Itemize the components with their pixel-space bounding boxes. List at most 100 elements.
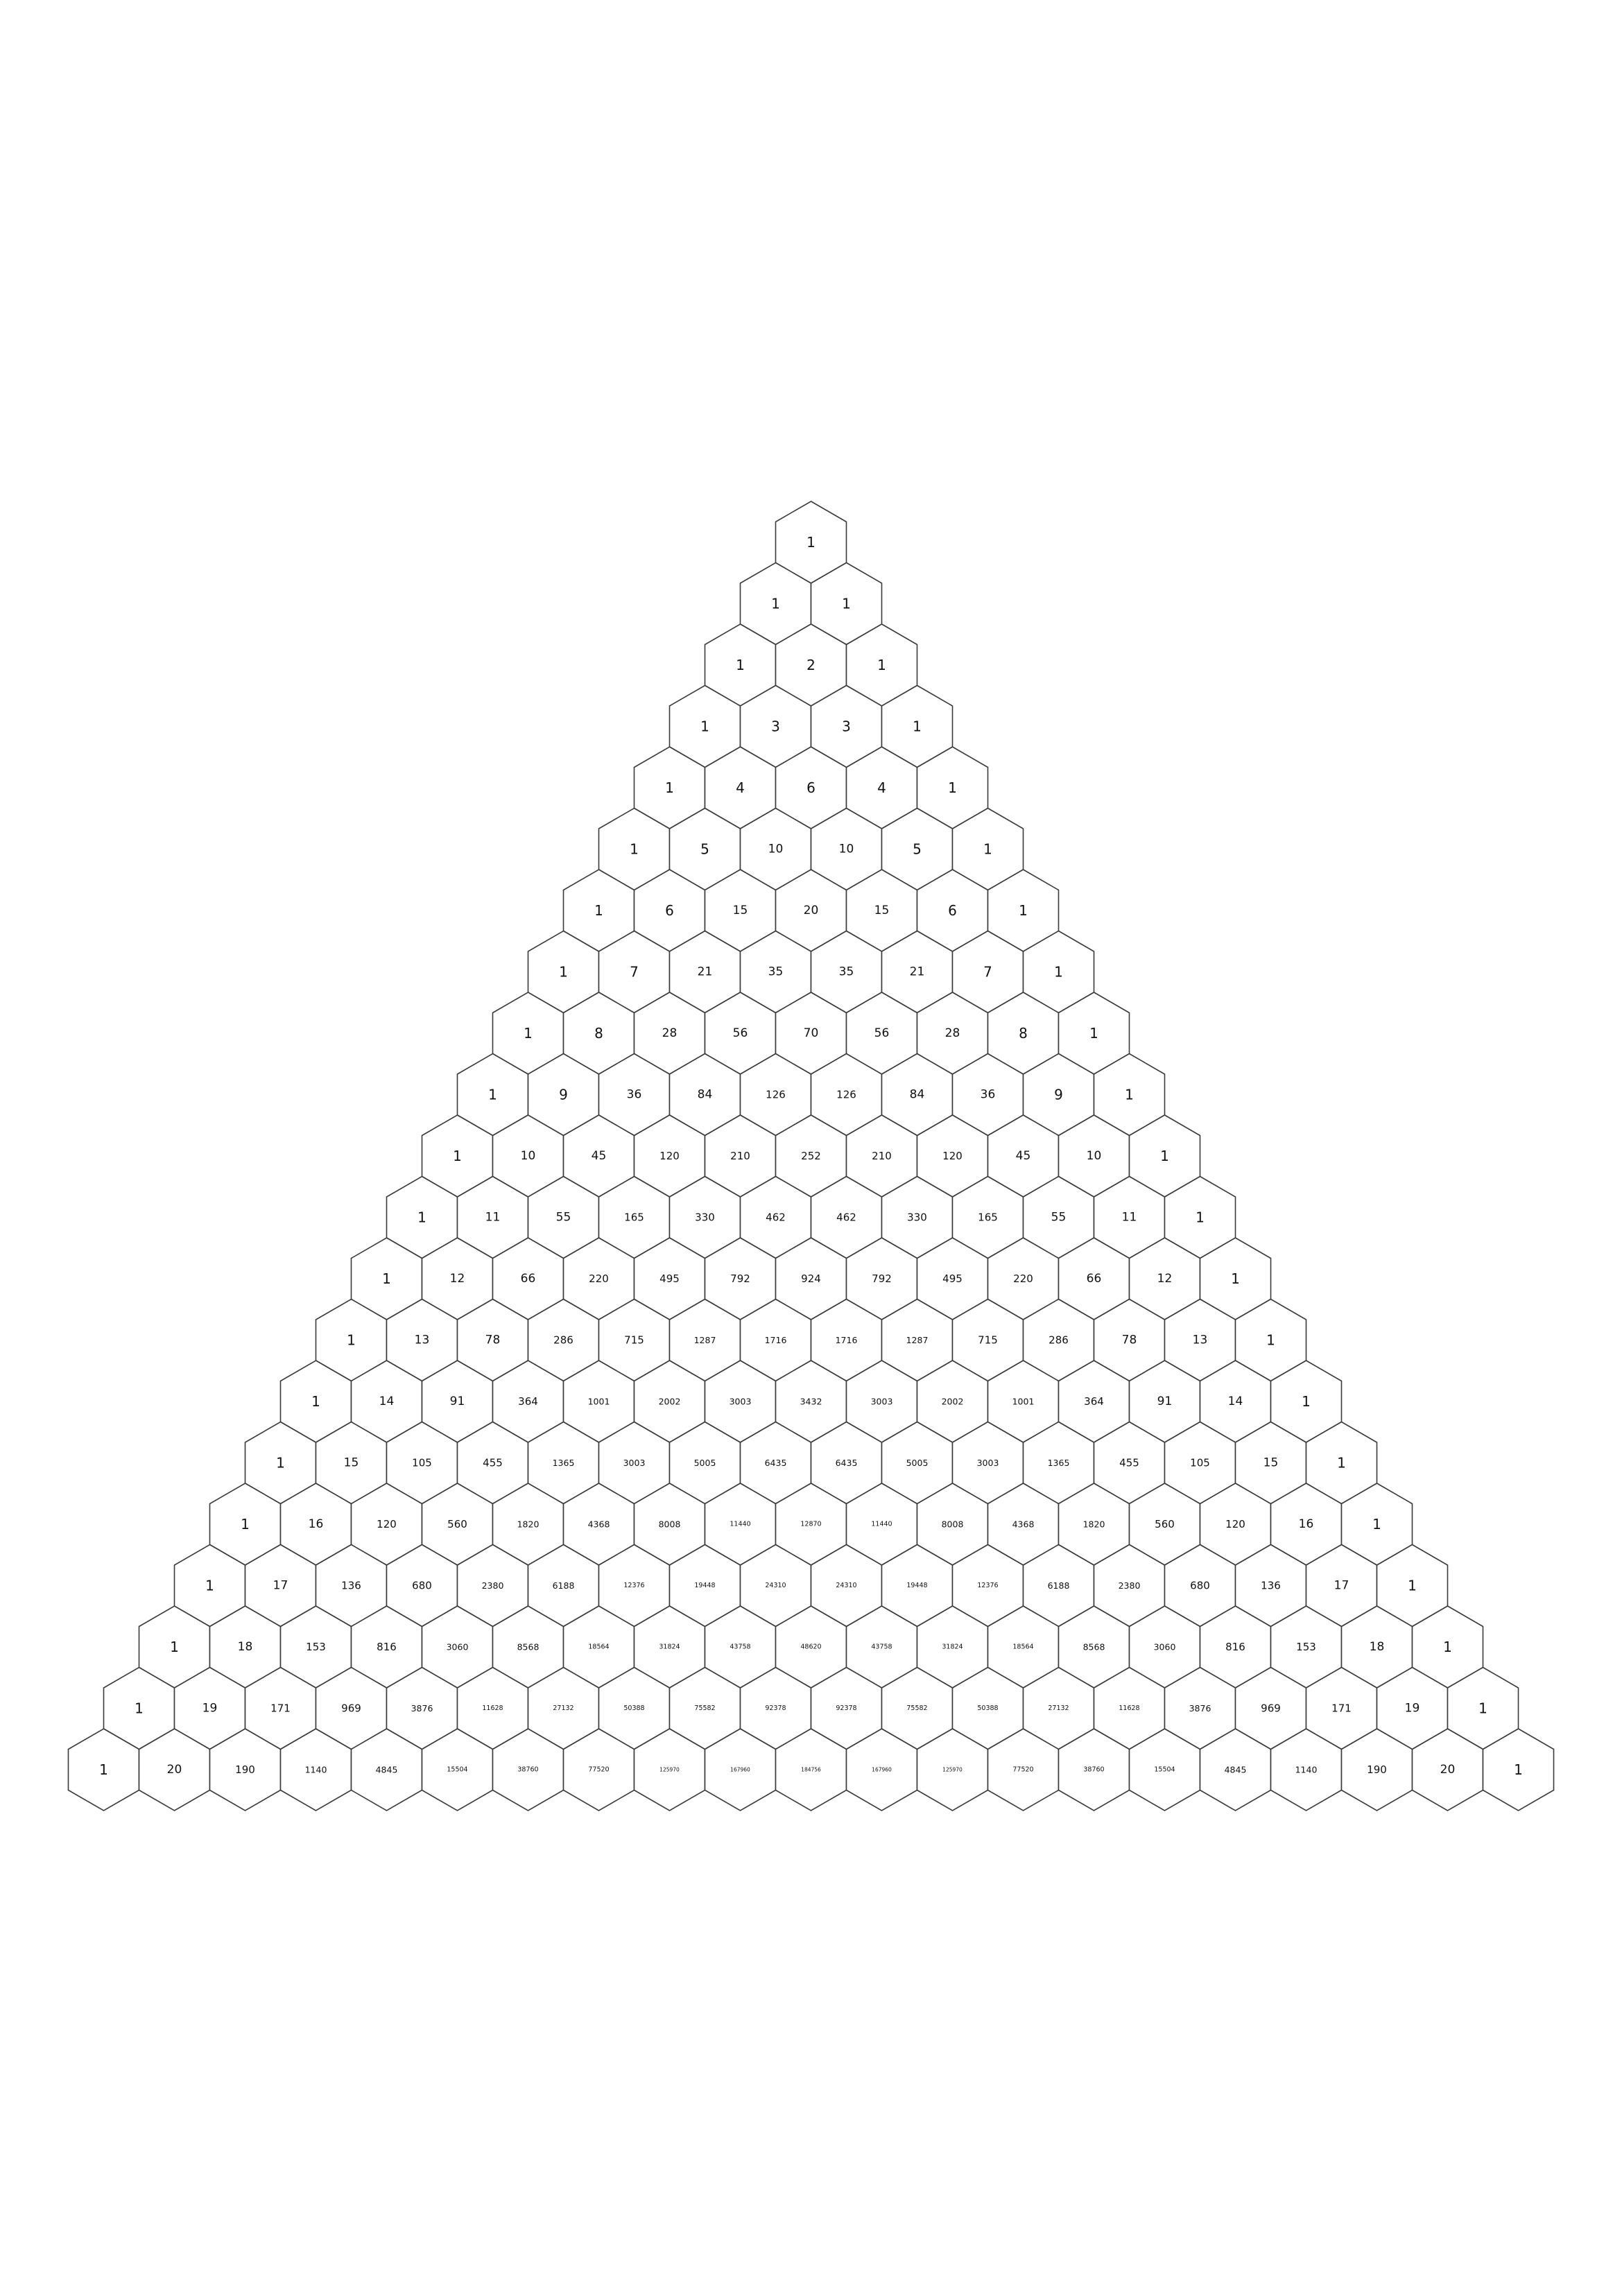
hex-value: 28 bbox=[945, 1026, 960, 1040]
hex-value: 792 bbox=[872, 1272, 892, 1285]
hex-value: 8 bbox=[594, 1025, 603, 1042]
hex-value: 924 bbox=[801, 1272, 821, 1285]
hex-value: 5005 bbox=[906, 1458, 929, 1468]
hex-value: 1 bbox=[1196, 1209, 1205, 1226]
hex-value: 1820 bbox=[517, 1519, 540, 1530]
hex-value: 2380 bbox=[1119, 1580, 1141, 1591]
hex-value: 50388 bbox=[623, 1704, 644, 1712]
hex-value: 1 bbox=[1302, 1393, 1311, 1410]
hex-value: 1 bbox=[1266, 1332, 1275, 1349]
hex-value: 816 bbox=[377, 1641, 397, 1653]
hex-cell-r4-c4: 1 bbox=[916, 746, 989, 829]
hex-value: 462 bbox=[836, 1211, 856, 1224]
hex-value: 680 bbox=[412, 1580, 432, 1592]
hex-value: 969 bbox=[341, 1702, 361, 1715]
hex-value: 220 bbox=[1013, 1272, 1033, 1285]
hex-value: 5005 bbox=[694, 1458, 716, 1468]
hex-value: 1 bbox=[241, 1516, 250, 1533]
hex-value: 220 bbox=[589, 1272, 609, 1285]
hex-value: 1 bbox=[877, 657, 886, 673]
hex-value: 1 bbox=[347, 1332, 356, 1349]
hex-value: 1 bbox=[1478, 1700, 1487, 1717]
hex-value: 1 bbox=[1443, 1639, 1452, 1655]
hex-value: 8008 bbox=[659, 1519, 681, 1530]
hex-value: 1287 bbox=[906, 1335, 929, 1345]
hex-value: 50388 bbox=[977, 1704, 998, 1712]
hex-value: 210 bbox=[872, 1150, 892, 1162]
hex-value: 1 bbox=[1408, 1578, 1417, 1594]
hex-value: 15504 bbox=[447, 1766, 467, 1774]
hex-value: 21 bbox=[910, 965, 925, 979]
hex-value: 12376 bbox=[623, 1582, 644, 1589]
hex-value: 48620 bbox=[800, 1643, 821, 1651]
hex-value: 1 bbox=[1160, 1148, 1169, 1164]
hex-value: 19 bbox=[202, 1702, 218, 1716]
hex-value: 3876 bbox=[1189, 1703, 1211, 1714]
hex-value: 8568 bbox=[517, 1642, 540, 1652]
hex-value: 1 bbox=[842, 596, 851, 612]
hex-value: 126 bbox=[836, 1089, 856, 1101]
hex-cell-r9-c5: 126 bbox=[810, 1053, 883, 1137]
hex-value: 680 bbox=[1190, 1580, 1210, 1592]
hex-value: 1 bbox=[1231, 1270, 1240, 1287]
hex-value: 1001 bbox=[588, 1397, 610, 1407]
hex-value: 35 bbox=[768, 965, 784, 979]
hex-value: 6188 bbox=[1048, 1580, 1070, 1591]
hex-value: 5 bbox=[700, 841, 709, 858]
hex-value: 31824 bbox=[659, 1643, 680, 1651]
hex-cell-r11-c6: 462 bbox=[810, 1175, 883, 1259]
hex-value: 153 bbox=[306, 1641, 326, 1653]
hex-value: 4368 bbox=[588, 1519, 610, 1530]
hex-value: 24310 bbox=[836, 1582, 856, 1589]
hex-value: 75582 bbox=[694, 1704, 715, 1712]
hex-value: 330 bbox=[695, 1211, 715, 1224]
hex-value: 816 bbox=[1225, 1641, 1245, 1653]
hex-value: 364 bbox=[518, 1395, 538, 1408]
hex-value: 4845 bbox=[376, 1765, 398, 1775]
hex-value: 560 bbox=[1155, 1518, 1175, 1530]
hex-value: 4 bbox=[736, 779, 745, 796]
hex-value: 66 bbox=[521, 1272, 536, 1286]
hex-value: 1 bbox=[948, 779, 957, 796]
hex-value: 1 bbox=[594, 902, 603, 919]
hex-value: 4845 bbox=[1225, 1765, 1247, 1775]
hex-cell-r3-c0: 1 bbox=[668, 684, 741, 768]
hex-value: 120 bbox=[1225, 1518, 1245, 1530]
hex-value: 6 bbox=[806, 779, 816, 796]
hex-value: 252 bbox=[801, 1150, 821, 1162]
hex-value: 11628 bbox=[1119, 1704, 1139, 1712]
hex-value: 1 bbox=[1337, 1455, 1346, 1471]
hex-value: 3 bbox=[771, 718, 780, 735]
hex-value: 184756 bbox=[801, 1767, 821, 1773]
hex-value: 66 bbox=[1087, 1272, 1102, 1286]
hex-value: 1 bbox=[417, 1209, 426, 1226]
hex-value: 18 bbox=[238, 1640, 253, 1654]
hex-value: 560 bbox=[447, 1518, 467, 1530]
hex-cell-r16-c13: 560 bbox=[1128, 1483, 1201, 1566]
hex-value: 3060 bbox=[447, 1642, 469, 1652]
hex-value: 136 bbox=[341, 1580, 361, 1592]
hex-value: 56 bbox=[733, 1026, 748, 1040]
hex-cell-r2-c2: 1 bbox=[845, 623, 918, 707]
hex-cell-r12-c12: 1 bbox=[1199, 1237, 1272, 1320]
hex-cell-r6-c4: 15 bbox=[845, 869, 918, 952]
hex-value: 792 bbox=[730, 1272, 750, 1285]
hex-value: 3003 bbox=[871, 1397, 893, 1407]
hex-value: 11440 bbox=[730, 1521, 750, 1528]
hex-value: 31824 bbox=[942, 1643, 963, 1651]
hex-value: 91 bbox=[1157, 1395, 1173, 1408]
hex-value: 1287 bbox=[694, 1335, 716, 1345]
hex-value: 2002 bbox=[942, 1397, 964, 1407]
hex-value: 1 bbox=[1089, 1025, 1098, 1042]
hex-value: 17 bbox=[273, 1579, 288, 1593]
hex-value: 92378 bbox=[765, 1704, 786, 1712]
hex-value: 4368 bbox=[1012, 1519, 1035, 1530]
hex-value: 495 bbox=[659, 1272, 680, 1285]
hex-value: 3003 bbox=[977, 1458, 999, 1468]
hex-value: 125970 bbox=[659, 1767, 680, 1773]
hex-value: 1820 bbox=[1083, 1519, 1105, 1530]
hex-cell-r10-c6: 210 bbox=[845, 1114, 918, 1198]
hex-value: 78 bbox=[1122, 1333, 1137, 1347]
hex-value: 15 bbox=[874, 904, 890, 917]
